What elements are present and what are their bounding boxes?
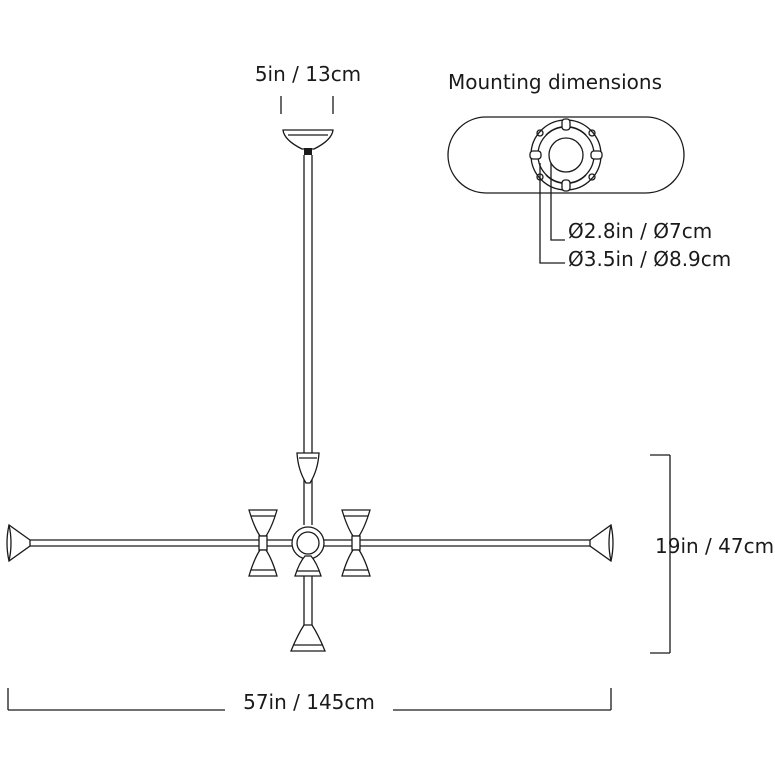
outer-diameter-label: Ø3.5in / Ø8.9cm (568, 247, 731, 271)
mounting-leaders (539, 163, 565, 264)
canopy (282, 129, 334, 155)
shade-bottom (290, 624, 326, 652)
width-label: 57in / 145cm (243, 690, 375, 714)
mounting-plate (447, 116, 685, 194)
mounting-title: Mounting dimensions (448, 70, 662, 94)
shade-center-lower (294, 555, 322, 577)
width-dimension (7, 688, 612, 711)
shade-left-upper (248, 509, 278, 537)
shade-right-upper (341, 509, 371, 537)
inner-diameter-label: Ø2.8in / Ø7cm (568, 219, 712, 243)
shade-top (296, 452, 320, 484)
height-dimension (650, 454, 671, 654)
height-label: 19in / 47cm (655, 534, 774, 558)
shade-right-lower (341, 549, 371, 577)
canopy-dimension (280, 96, 334, 114)
fixture (6, 452, 614, 652)
shade-left-lower (248, 549, 278, 577)
canopy-width-label: 5in / 13cm (255, 62, 361, 86)
